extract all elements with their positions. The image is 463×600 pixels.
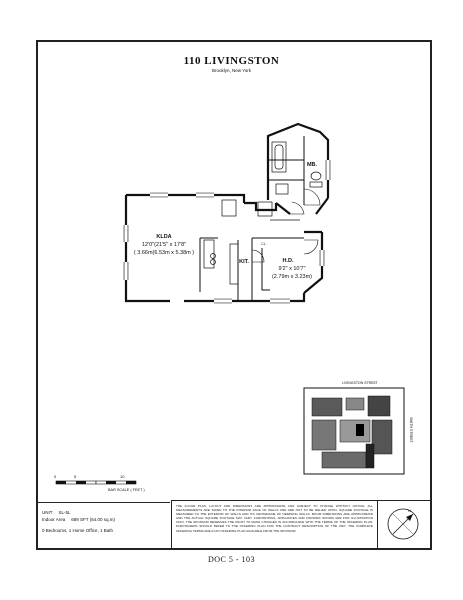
building-subtitle: Brooklyn, New York (211, 68, 252, 73)
scale-mark-10: 10 (120, 474, 125, 479)
legal-disclaimer: THE FLOOR PLAN, LAYOUT AND DIMENSIONS AR… (171, 500, 377, 548)
key-plan: LIVINGSTON STREET SMITH STREET (303, 381, 413, 475)
windows (123, 160, 331, 304)
room-closet-label: CL. (261, 242, 266, 246)
room-klda-label: KLDA (156, 234, 171, 240)
compass-north-label: N (408, 508, 411, 513)
indoor-area-label: Indoor Area (42, 517, 66, 522)
document-number: DOC 5 - 103 (207, 555, 256, 564)
room-bath-label: MB. (307, 162, 318, 168)
key-plan-street-top: LIVINGSTON STREET (342, 381, 379, 385)
indoor-area-value: 689 SFT (64.00 sq.m) (71, 517, 115, 522)
room-hd-dimensions-ft: 9'2" x 10'7" (278, 266, 305, 272)
unit-value: SL-5L (58, 510, 71, 515)
fixtures (203, 141, 323, 285)
building-title: 110 LIVINGSTON (183, 55, 280, 67)
compass-box: N (377, 500, 430, 548)
unit-location-highlight (356, 424, 364, 436)
room-kitchen-label: KIT. (239, 259, 249, 265)
scale-mark-5: 5 (74, 474, 77, 479)
page-border (36, 40, 432, 550)
unit-summary: 0 Bedrooms, 1 Home Office, 1 Bath (42, 528, 113, 533)
compass-icon (387, 508, 419, 540)
scale-mark-0: 0 (54, 474, 57, 479)
unit-info-box: UNIT SL-5L Indoor Area 689 SFT (64.00 sq… (38, 502, 170, 548)
room-klda-dimensions-m: ( 3.66m(6.53m x 5.38m ) (134, 250, 194, 256)
room-hd-label: H.D. (283, 258, 294, 264)
room-klda-dimensions-ft: 12'0"(21'5" x 17'8" (142, 242, 186, 248)
unit-label: UNIT (42, 510, 53, 515)
door-swings (251, 188, 321, 263)
bar-scale-label: BAR SCALE ( FEET ) (108, 488, 145, 492)
room-hd-dimensions-m: (2.79m x 3.23m) (272, 274, 312, 280)
key-plan-street-right: SMITH STREET (409, 417, 413, 444)
bar-scale (55, 480, 137, 485)
